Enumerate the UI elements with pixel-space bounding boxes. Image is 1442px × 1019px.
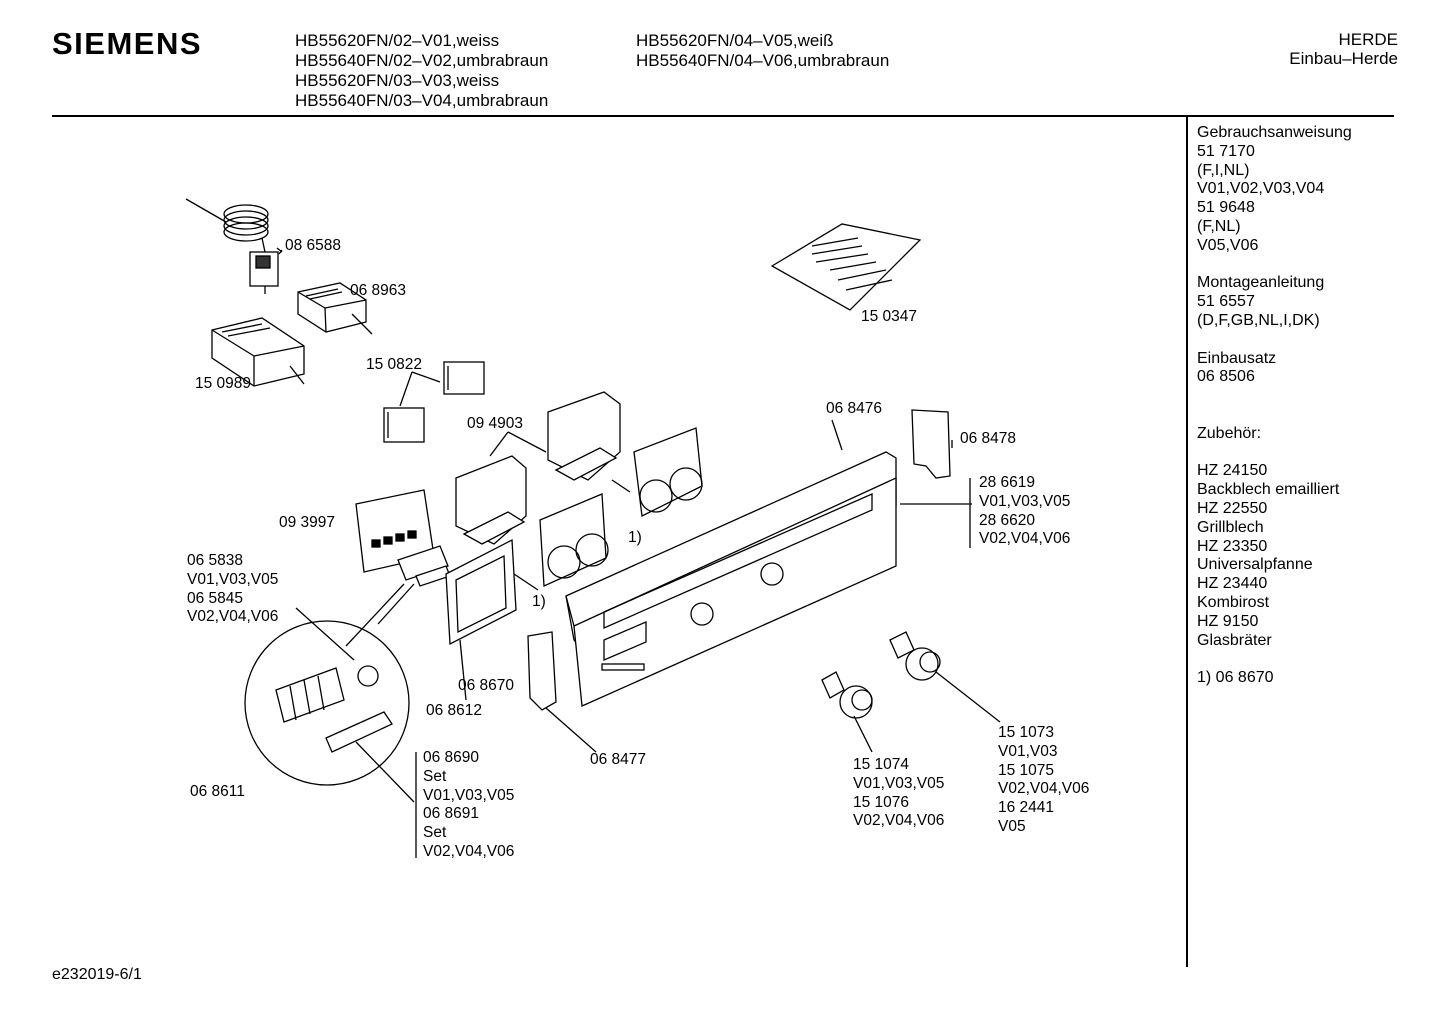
sidebar-line: V01,V02,V03,V04 — [1197, 180, 1325, 198]
part-label: V02,V04,V06 — [423, 842, 515, 860]
model-line: HB55620FN/02–V01,weiss — [295, 31, 500, 50]
part-label: V01,V03,V05 — [187, 570, 279, 588]
sidebar-line: Einbausatz — [1197, 349, 1277, 367]
part-label: 06 5845 — [187, 589, 244, 607]
sidebar-line: Kombirost — [1197, 593, 1270, 611]
leader-lines — [276, 247, 1001, 858]
part-label: V05 — [998, 817, 1026, 835]
sidebar-line: 1) 06 8670 — [1197, 669, 1274, 687]
part-label: 16 2441 — [998, 799, 1055, 817]
selector-switch-part — [297, 282, 373, 335]
sidebar-line: Backblech emailliert — [1197, 481, 1340, 499]
part-label-group: 06 5838 V01,V03,V05 06 5845 V02,V04,V06 — [187, 552, 278, 627]
indicator-lamp-part — [383, 361, 485, 443]
power-switch-part — [211, 317, 305, 387]
sidebar-line: Zubehör: — [1197, 424, 1262, 442]
part-label: V01,V03,V05 — [853, 774, 945, 792]
model-list-1: HB55620FN/02–V01,weiss HB55640FN/02–V02,… — [295, 31, 548, 111]
part-label: 08 6588 — [285, 237, 342, 254]
part-label: 06 8612 — [426, 702, 483, 719]
control-panel-part — [565, 419, 897, 707]
part-label: 06 8691 — [423, 805, 480, 823]
part-label: 15 1074 — [853, 756, 910, 773]
sidebar-line: Universalpfanne — [1197, 556, 1313, 574]
part-label: 15 0822 — [366, 356, 423, 373]
part-label: V02,V04,V06 — [853, 812, 945, 830]
part-label-group: 06 8690 Set V01,V03,V05 06 8691 Set V02,… — [423, 749, 514, 862]
sidebar-line: (F,NL) — [1197, 217, 1241, 235]
sidebar-line: HZ 22550 — [1197, 499, 1268, 517]
model-line: HB55620FN/03–V03,weiss — [295, 71, 500, 90]
header-divider — [52, 115, 1394, 117]
side-bracket-part — [527, 409, 951, 711]
part-label: 28 6619 — [979, 474, 1036, 491]
part-label: 15 1073 — [998, 724, 1055, 741]
sidebar-line: Grillblech — [1197, 518, 1264, 536]
part-label: V01,V03,V05 — [423, 786, 515, 804]
model-line: HB55620FN/04–V05,weiß — [636, 31, 834, 50]
part-label: 06 8477 — [590, 751, 647, 768]
part-label: 06 8963 — [350, 282, 407, 299]
sidebar-line: 51 7170 — [1197, 142, 1255, 160]
sidebar-line: HZ 9150 — [1197, 612, 1259, 630]
part-label-group: 15 1074 V01,V03,V05 15 1076 V02,V04,V06 — [853, 756, 944, 831]
part-label: 15 0347 — [861, 308, 918, 325]
part-label: 28 6620 — [979, 511, 1036, 529]
sidebar-line: Glasbräter — [1197, 631, 1272, 649]
model-list-2: HB55620FN/04–V05,weiß HB55640FN/04–V06,u… — [636, 31, 889, 71]
model-line: HB55640FN/02–V02,umbrabraun — [295, 51, 549, 70]
knob-housing-part — [539, 427, 703, 587]
part-label: 09 3997 — [279, 514, 336, 531]
category-title: HERDE — [1338, 30, 1398, 49]
part-label: V02,V04,V06 — [187, 608, 279, 626]
sidebar-line: (D,F,GB,NL,I,DK) — [1197, 311, 1320, 329]
part-label: 06 8476 — [826, 400, 883, 417]
sidebar-line: (F,I,NL) — [1197, 161, 1250, 179]
sidebar-line: Montageanleitung — [1197, 274, 1325, 292]
sidebar-line: HZ 24150 — [1197, 462, 1268, 480]
detail-circle — [244, 583, 415, 786]
part-label: 06 8611 — [190, 783, 245, 800]
category-subtitle: Einbau–Herde — [1289, 49, 1398, 68]
part-label: V02,V04,V06 — [998, 780, 1090, 798]
model-line: HB55640FN/03–V04,umbrabraun — [295, 91, 549, 110]
part-label: 06 5838 — [187, 552, 244, 569]
display-frame-part — [445, 538, 517, 646]
sidebar-line: HZ 23440 — [1197, 575, 1268, 593]
part-label-group: 28 6619 V01,V03,V05 28 6620 V02,V04,V06 — [979, 474, 1070, 549]
sidebar-line: 51 9648 — [1197, 199, 1255, 217]
part-label: 15 1075 — [998, 761, 1055, 779]
part-label-group: 15 1073 V01,V03 15 1075 V02,V04,V06 16 2… — [998, 724, 1089, 837]
document-code: e232019-6/1 — [52, 966, 142, 983]
thermostat-part — [185, 198, 283, 294]
sidebar-divider — [1186, 117, 1188, 967]
screw-set-part — [770, 223, 922, 311]
part-label: 06 8690 — [423, 749, 480, 766]
mounting-bracket-part — [455, 391, 621, 545]
sidebar-line: 51 6557 — [1197, 293, 1255, 311]
part-label: 15 0989 — [195, 375, 252, 392]
part-label: Set — [423, 767, 447, 785]
part-label: 15 1076 — [853, 793, 910, 811]
timer-module-part — [355, 489, 451, 587]
sidebar-line: Gebrauchsanweisung — [1197, 124, 1352, 141]
part-label: 09 4903 — [467, 415, 524, 432]
part-label: 06 8478 — [960, 430, 1017, 447]
model-line: HB55640FN/04–V06,umbrabraun — [636, 51, 890, 70]
part-label: Set — [423, 824, 447, 842]
footnote-marker: 1) — [628, 529, 642, 546]
part-label: V02,V04,V06 — [979, 530, 1071, 548]
control-knob-part — [821, 631, 941, 719]
category-block: HERDE Einbau–Herde — [1289, 30, 1398, 68]
brand-logo: SIEMENS — [52, 26, 203, 61]
part-label: V01,V03 — [998, 742, 1058, 760]
part-label: V01,V03,V05 — [979, 492, 1071, 510]
sidebar-line: HZ 23350 — [1197, 537, 1268, 555]
sidebar-line: 06 8506 — [1197, 368, 1255, 386]
footnote-marker: 1) — [532, 593, 546, 610]
sidebar-line: V05,V06 — [1197, 236, 1259, 254]
part-label: 06 8670 — [458, 677, 515, 694]
